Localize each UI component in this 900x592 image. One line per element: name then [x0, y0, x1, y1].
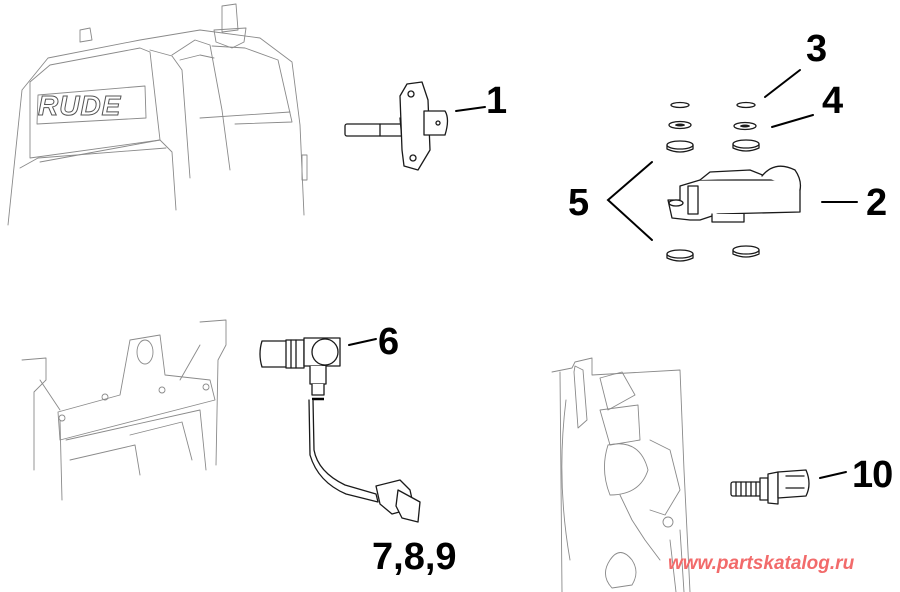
part-10-temperature-sender [730, 469, 810, 505]
leader-10 [819, 471, 847, 479]
leader-5 [606, 161, 653, 241]
leader-4 [771, 114, 814, 128]
leader-1 [455, 106, 486, 112]
callout-3[interactable]: 3 [806, 28, 828, 70]
adapter-plate-illustration [21, 319, 227, 501]
leader-3 [764, 69, 801, 98]
watermark-link[interactable]: www.partskatalog.ru [668, 553, 855, 574]
callout-7-8-9[interactable]: 7,8,9 [372, 536, 457, 578]
callout-4[interactable]: 4 [822, 80, 844, 122]
callout-1[interactable]: 1 [486, 80, 508, 122]
callout-6[interactable]: 6 [378, 321, 400, 363]
powerhead-block-illustration [551, 357, 691, 592]
callout-5[interactable]: 5 [568, 182, 590, 224]
part-6-sensor-with-lead [259, 337, 421, 523]
leader-6 [348, 338, 377, 346]
part-1-shaft-sensor [344, 81, 449, 171]
part-2-sensor-bracket [667, 165, 802, 223]
callout-10[interactable]: 10 [852, 454, 893, 496]
engine-brand-text: RUDE [37, 90, 122, 121]
engine-cover-illustration [7, 3, 308, 226]
part-3-4-5-washers [666, 101, 760, 262]
callout-2[interactable]: 2 [866, 182, 888, 224]
